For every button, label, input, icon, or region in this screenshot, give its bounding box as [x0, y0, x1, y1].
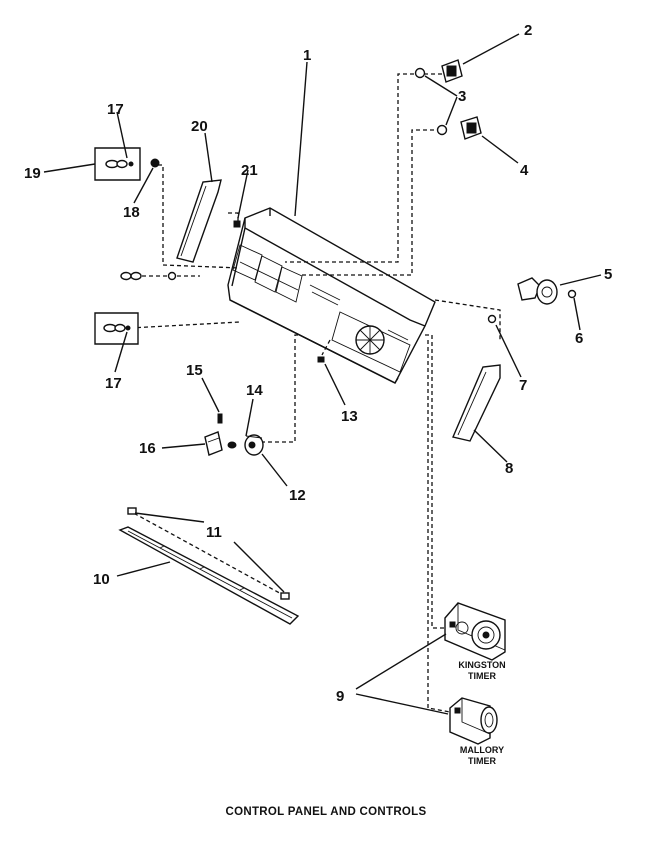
kingston-timer-label-line2: TIMER — [468, 671, 496, 681]
spring-part-14 — [227, 441, 237, 449]
kingston-timer-label-line1: KINGSTON — [458, 660, 505, 670]
callout-2: 2 — [524, 22, 532, 39]
screw-part-6 — [567, 289, 577, 299]
kingston-timer-part-9 — [444, 602, 506, 661]
trim-strip-part-10 — [118, 526, 300, 625]
callout-4: 4 — [520, 162, 529, 179]
callout-20: 20 — [191, 118, 208, 135]
dial-marks — [356, 326, 384, 354]
callout-3: 3 — [458, 88, 466, 105]
mallory-timer-label-line2: TIMER — [468, 756, 496, 766]
callout-18: 18 — [123, 204, 140, 221]
switch-part-2 — [441, 59, 463, 83]
callout-15: 15 — [186, 362, 203, 379]
callout-19: 19 — [24, 165, 41, 182]
end-cap-left-part-20 — [176, 179, 222, 263]
callout-12: 12 — [289, 487, 306, 504]
mallory-timer-part-9 — [449, 697, 498, 745]
clip-part-13 — [317, 356, 325, 363]
callout-9: 9 — [336, 688, 344, 705]
bracket-plate-19 — [94, 147, 141, 181]
leader-lines — [43, 33, 602, 715]
clip-part-11a — [127, 507, 137, 515]
bracket-plate-17-lower — [94, 312, 139, 345]
spring-part-15 — [217, 413, 223, 424]
callout-14: 14 — [246, 382, 263, 399]
rotary-switch-part-5 — [517, 277, 558, 305]
clip-part-3b — [436, 124, 448, 136]
diagram-caption: CONTROL PANEL AND CONTROLS — [226, 806, 427, 818]
callout-5: 5 — [604, 266, 612, 283]
switch-part-4 — [460, 116, 482, 140]
knob-part-12 — [244, 434, 264, 456]
mallory-timer-label-line1: MALLORY — [460, 745, 504, 755]
callout-1: 1 — [303, 47, 311, 64]
callout-numbers: 1 2 3 4 5 6 7 8 9 10 11 12 13 14 15 16 1… — [24, 22, 612, 705]
control-panel-part — [227, 207, 436, 384]
callout-17-bottom: 17 — [105, 375, 122, 392]
clip-part-3a — [414, 67, 426, 79]
callout-11: 11 — [206, 524, 222, 541]
callout-13: 13 — [341, 408, 358, 425]
clip-part-11b — [280, 592, 290, 600]
callout-8: 8 — [505, 460, 513, 477]
screw-part-7 — [487, 314, 497, 324]
spring-clips-middle — [120, 271, 177, 281]
clip-part-21 — [233, 220, 241, 228]
callout-10: 10 — [93, 571, 110, 588]
callout-17-top: 17 — [107, 101, 124, 118]
callout-7: 7 — [519, 377, 527, 394]
callout-6: 6 — [575, 330, 583, 347]
knob-part-16 — [204, 431, 223, 456]
screw-part-18 — [150, 158, 160, 168]
callout-16: 16 — [139, 440, 156, 457]
end-cap-right-part-8 — [452, 364, 501, 442]
callout-21: 21 — [241, 162, 258, 179]
